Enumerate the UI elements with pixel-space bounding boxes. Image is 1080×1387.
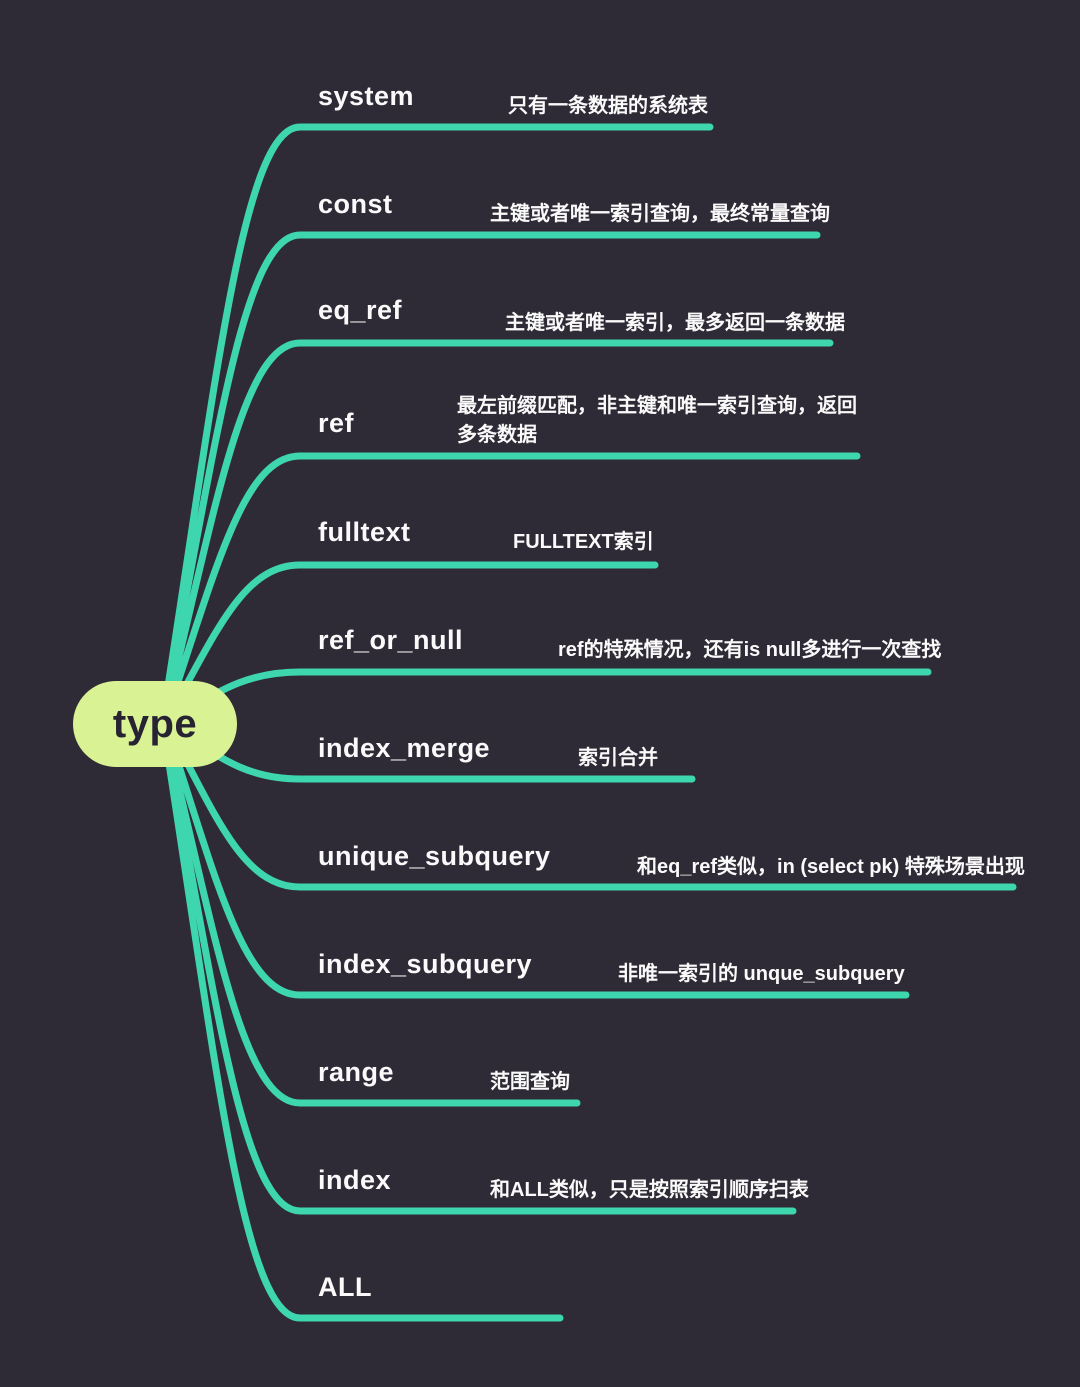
branch-label-system: system [318, 81, 415, 111]
branch-desc-index-subquery: 非唯一索引的 unque_subquery [618, 963, 905, 985]
branch-line-all [164, 753, 564, 1322]
branch-desc-const: 主键或者唯一索引查询，最终常量查询 [490, 203, 830, 225]
branch-label-index-subquery: index_subquery [318, 949, 533, 979]
branch-label-range: range [318, 1057, 395, 1087]
branch-desc-unique-subquery: 和eq_ref类似，in (select pk) 特殊场景出现 [637, 856, 1025, 878]
branch-line-system [164, 123, 714, 690]
branch-line-range [165, 741, 581, 1107]
branch-line-index-subquery [166, 734, 910, 999]
root-node-type: type [73, 681, 237, 767]
branch-desc-fulltext: FULLTEXT索引 [513, 531, 654, 553]
root-node-label: type [112, 701, 198, 746]
branch-line-index [165, 747, 797, 1215]
branch-line-eq-ref [165, 339, 834, 703]
branch-line-fulltext [167, 561, 659, 717]
branch-label-unique-subquery: unique_subquery [318, 841, 551, 871]
branch-desc-index-merge: 索引合并 [578, 747, 658, 769]
branch-line-ref-or-null [168, 668, 932, 723]
branch-label-ref-or-null: ref_or_null [318, 625, 464, 655]
branch-line-ref [166, 452, 861, 710]
branch-label-fulltext: fulltext [318, 517, 411, 547]
branch-desc-system: 只有一条数据的系统表 [508, 95, 708, 117]
branch-desc-range: 范围查询 [490, 1071, 570, 1093]
branch-label-ref: ref [318, 408, 355, 438]
branch-label-all: ALL [318, 1272, 372, 1302]
branch-label-eq-ref: eq_ref [318, 295, 403, 325]
branch-desc-ref-or-null: ref的特殊情况，还有is null多进行一次查找 [558, 639, 942, 661]
branch-desc-index: 和ALL类似，只是按照索引顺序扫表 [490, 1179, 809, 1201]
branch-desc-eq-ref: 主键或者唯一索引，最多返回一条数据 [505, 312, 845, 334]
branch-label-index-merge: index_merge [318, 733, 491, 763]
branch-label-const: const [318, 189, 393, 219]
branch-label-index: index [318, 1165, 392, 1195]
branch-desc-ref: 最左前缀匹配，非主键和唯一索引查询，返回多条数据 [457, 395, 857, 446]
branch-line-const [164, 231, 821, 697]
